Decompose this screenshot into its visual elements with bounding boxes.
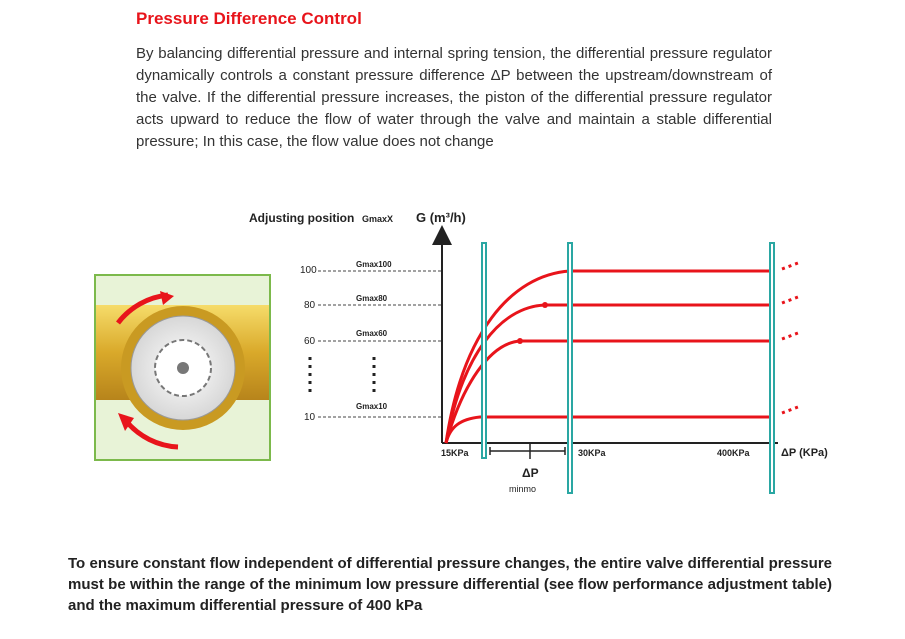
rotate-arrowhead-top <box>160 291 174 305</box>
x-label-15kpa: 15KPa <box>441 448 470 458</box>
continuation-60 <box>781 331 799 341</box>
diagram-svg: Adjusting position GmaxX G (m³/h) 100 80… <box>94 210 828 494</box>
section-heading: Pressure Difference Control <box>136 9 362 28</box>
curve-dot-60 <box>517 338 523 344</box>
x-label-30kpa: 30KPa <box>578 448 607 458</box>
g-axis-label: G (m³/h) <box>416 210 466 225</box>
x-label-400kpa: 400KPa <box>717 448 751 458</box>
valve-illustration <box>94 274 271 461</box>
continuation-100 <box>781 261 799 271</box>
curve-gmax100 <box>444 269 775 444</box>
footer-note: To ensure constant flow independent of d… <box>68 555 832 614</box>
marker-15kpa <box>481 242 487 459</box>
curve-continuations <box>781 261 799 415</box>
curve-gmax10 <box>444 415 775 444</box>
marker-400kpa <box>769 242 775 494</box>
pos-label-80: 80 <box>304 300 316 311</box>
valve-center-hole <box>177 362 189 374</box>
curve-dot-80 <box>542 302 548 308</box>
adjusting-position-label: Adjusting position <box>249 211 354 225</box>
pressure-diagram: Adjusting position GmaxX G (m³/h) 100 80… <box>0 195 905 515</box>
gmaxx-label: GmaxX <box>362 214 393 224</box>
x-axis-label: ΔP (KPa) <box>781 447 828 459</box>
rotate-arrowhead-bottom <box>118 413 134 431</box>
flow-curves <box>444 269 775 444</box>
gmax-label-100: Gmax100 <box>356 260 392 269</box>
pos-label-10: 10 <box>304 412 316 423</box>
intro-paragraph: By balancing differential pressure and i… <box>136 45 772 150</box>
curve-gmax80 <box>444 303 775 444</box>
gmax-label-10: Gmax10 <box>356 402 388 411</box>
continuation-10 <box>781 405 799 415</box>
pos-label-60: 60 <box>304 336 316 347</box>
pos-label-100: 100 <box>300 265 317 276</box>
continuation-80 <box>781 295 799 305</box>
marker-30kpa <box>567 242 573 494</box>
dp-min-sublabel: minmo <box>509 484 536 494</box>
dp-min-label: ΔP <box>522 466 539 480</box>
gmax-label-80: Gmax80 <box>356 294 388 303</box>
rotate-arrow-bottom <box>124 419 179 450</box>
gmax-label-60: Gmax60 <box>356 329 388 338</box>
pressure-markers <box>481 242 775 494</box>
curve-gmax60 <box>444 339 775 444</box>
